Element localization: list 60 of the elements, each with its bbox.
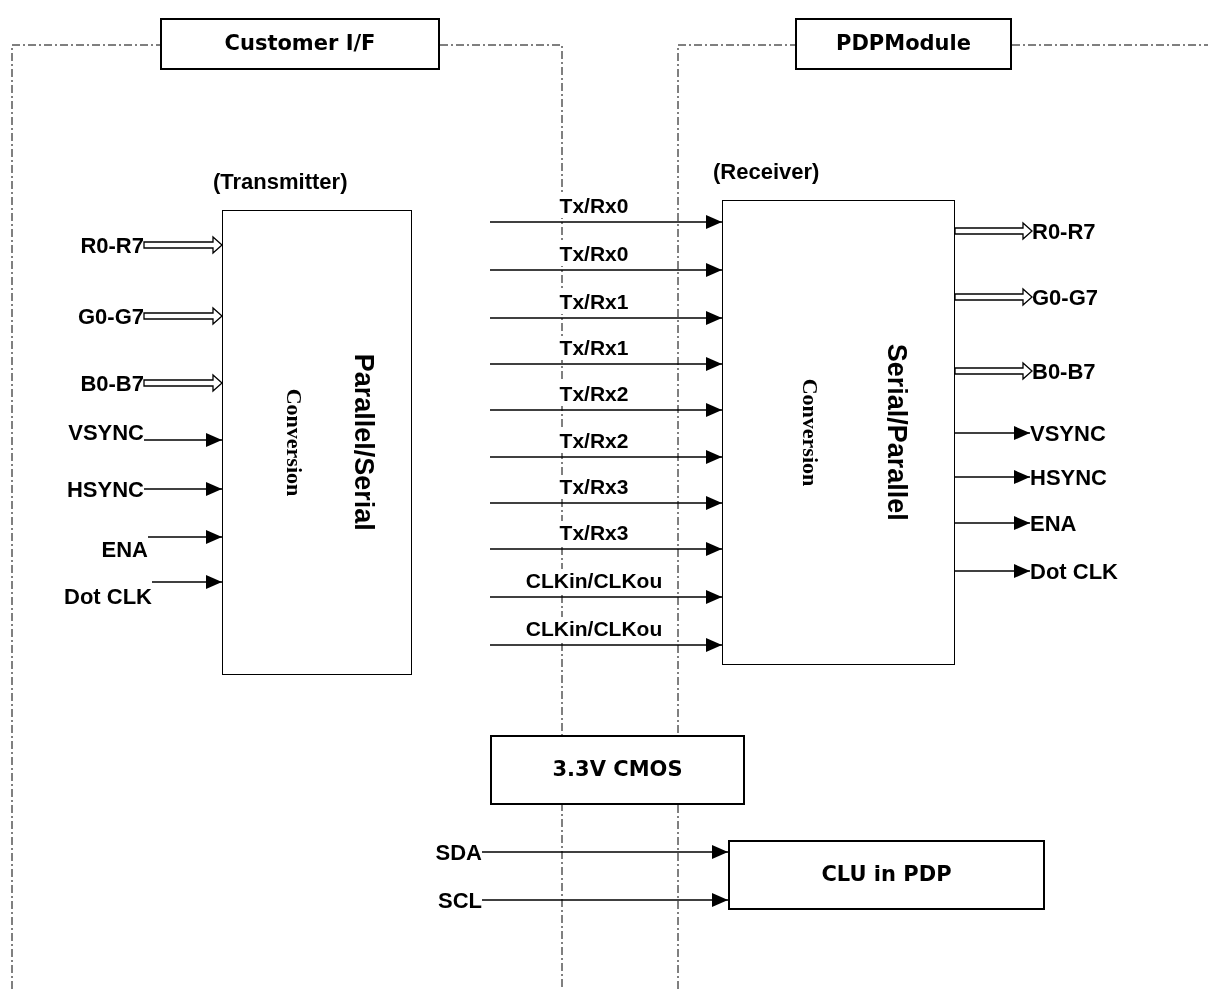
signal-label: R0-R7 — [48, 231, 144, 259]
signal-arrow — [954, 426, 1031, 440]
edge-label: Tx/Rx3 — [557, 475, 631, 499]
signal-label: R0-R7 — [1032, 217, 1132, 245]
section-header-box: Customer I/F — [160, 18, 440, 70]
edge-label: Tx/Rx2 — [557, 382, 631, 406]
function-sublabel: Conversion — [797, 378, 825, 487]
signal-label: B0-B7 — [48, 369, 144, 397]
chip-heading: (Receiver) — [713, 158, 820, 186]
signal-label: VSYNC — [1030, 419, 1140, 447]
edge-label: Tx/Rx0 — [557, 194, 631, 218]
signal-label: G0-G7 — [1032, 283, 1132, 311]
signal-arrow — [489, 496, 723, 510]
signal-label: ENA — [1030, 509, 1110, 537]
signal-arrow — [489, 357, 723, 371]
bus-arrow — [143, 306, 223, 326]
signal-arrow — [143, 433, 223, 447]
signal-arrow — [489, 542, 723, 556]
signal-label: SCL — [408, 886, 482, 914]
signal-arrow — [489, 263, 723, 277]
signal-label: B0-B7 — [1032, 357, 1132, 385]
signal-arrow — [954, 516, 1031, 530]
chip-heading: (Transmitter) — [213, 168, 348, 196]
section-header-box: PDPModule — [795, 18, 1012, 70]
signal-label: Dot CLK — [1030, 557, 1160, 585]
function-label: Serial/Parallel — [880, 343, 913, 522]
signal-arrow — [151, 575, 223, 589]
bus-arrow — [143, 235, 223, 255]
edge-label: Tx/Rx1 — [557, 336, 631, 360]
block-box: 3.3V CMOS — [490, 735, 745, 805]
edge-label: Tx/Rx3 — [557, 521, 631, 545]
signal-arrow — [954, 470, 1031, 484]
bus-arrow — [143, 373, 223, 393]
signal-label: HSYNC — [1030, 463, 1140, 491]
signal-arrow — [954, 564, 1031, 578]
edge-label: Tx/Rx2 — [557, 429, 631, 453]
signal-arrow — [489, 215, 723, 229]
function-sublabel: Conversion — [280, 388, 308, 497]
signal-arrow — [481, 845, 729, 859]
block-box: CLU in PDP — [728, 840, 1045, 910]
signal-label: HSYNC — [34, 475, 144, 503]
edge-label: Tx/Rx0 — [557, 242, 631, 266]
signal-label: ENA — [76, 535, 148, 563]
signal-arrow — [489, 403, 723, 417]
signal-arrow — [147, 530, 223, 544]
bus-arrow — [954, 287, 1033, 307]
bus-arrow — [954, 361, 1033, 381]
edge-label: Tx/Rx1 — [557, 290, 631, 314]
signal-arrow — [481, 893, 729, 907]
signal-label: SDA — [408, 838, 482, 866]
signal-arrow — [143, 482, 223, 496]
signal-arrow — [489, 450, 723, 464]
signal-arrow — [489, 590, 723, 604]
bus-arrow — [954, 221, 1033, 241]
signal-arrow — [489, 311, 723, 325]
signal-label: VSYNC — [34, 418, 144, 446]
function-label: Parallel/Serial — [348, 353, 381, 532]
signal-label: G0-G7 — [48, 302, 144, 330]
signal-arrow — [489, 638, 723, 652]
signal-label: Dot CLK — [22, 582, 152, 610]
